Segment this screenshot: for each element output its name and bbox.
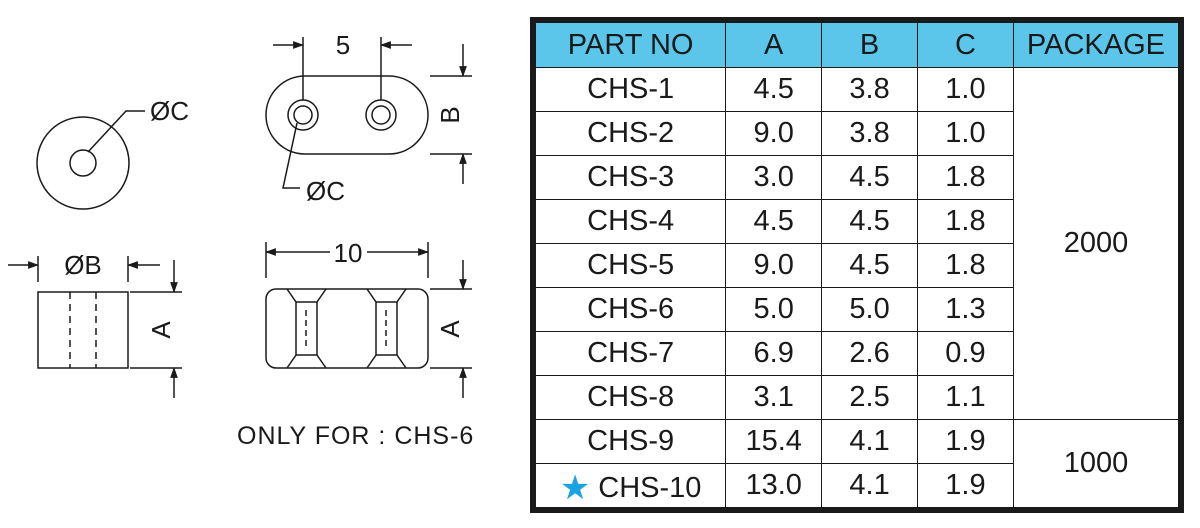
only-for-note: ONLY FOR : CHS-6 xyxy=(237,422,474,450)
header-package: PACKAGE xyxy=(1012,19,1182,68)
part-no-text: CHS-10 xyxy=(598,471,702,504)
oval-core-side-view xyxy=(264,242,472,398)
part-no-cell: CHS-3 xyxy=(532,155,727,200)
a-cell: 5.0 xyxy=(725,287,823,332)
part-no-cell: CHS-9 xyxy=(532,419,727,464)
table-row: CHS-5 9.0 4.5 1.8 xyxy=(532,243,1181,288)
c-cell: 1.8 xyxy=(917,155,1014,200)
table-row: CHS-8 3.1 2.5 1.1 xyxy=(532,375,1181,420)
c-cell: 1.0 xyxy=(917,67,1014,112)
a-cell: 3.1 xyxy=(725,375,823,420)
b-cell: 3.8 xyxy=(821,111,919,156)
c-cell: 1.1 xyxy=(917,375,1014,420)
part-no-cell: CHS-2 xyxy=(532,111,727,156)
parts-spec-table: PART NO A B C PACKAGE CHS-1 4.5 3.8 1.0 … xyxy=(530,17,1184,513)
header-a: A xyxy=(725,19,823,68)
a-cell: 3.0 xyxy=(725,155,823,200)
part-no-cell: CHS-1 xyxy=(532,67,727,112)
table-row: CHS-1 4.5 3.8 1.0 2000 xyxy=(532,67,1182,420)
c-cell: 1.0 xyxy=(917,111,1014,156)
package-cell: 2000 xyxy=(1012,67,1182,420)
c-cell: 0.9 xyxy=(917,331,1014,376)
table-row: CHS-3 3.0 4.5 1.8 xyxy=(532,155,1181,200)
c-cell: 1.9 xyxy=(917,463,1014,511)
b-cell: 4.5 xyxy=(821,199,919,244)
oval-side-height-label: A xyxy=(435,320,465,338)
header-c: C xyxy=(917,19,1014,68)
a-cell: 15.4 xyxy=(725,419,823,464)
table-row: CHS-6 5.0 5.0 1.3 xyxy=(532,287,1181,332)
round-height-label: A xyxy=(146,321,176,339)
round-core-top-view xyxy=(36,110,145,210)
b-cell: 5.0 xyxy=(821,287,919,332)
oval-spacing-label: 5 xyxy=(336,30,350,60)
a-cell: 4.5 xyxy=(725,199,823,244)
table-row: CHS-4 4.5 4.5 1.8 xyxy=(532,199,1181,244)
part-no-cell: ★CHS-10 xyxy=(532,463,727,511)
part-no-cell: CHS-4 xyxy=(532,199,727,244)
round-dia-b-label: ØB xyxy=(64,250,102,280)
part-no-cell: CHS-5 xyxy=(532,243,727,288)
header-b: B xyxy=(821,19,919,68)
package-cell: 1000 xyxy=(1012,419,1182,511)
oval-core-top-view xyxy=(265,37,472,189)
table-row: CHS-2 9.0 3.8 1.0 xyxy=(532,111,1181,156)
round-core-side-view xyxy=(8,256,182,398)
c-cell: 1.3 xyxy=(917,287,1014,332)
part-no-cell: CHS-8 xyxy=(532,375,727,420)
a-cell: 4.5 xyxy=(725,67,823,112)
b-cell: 2.6 xyxy=(821,331,919,376)
b-cell: 4.5 xyxy=(821,243,919,288)
table-row: CHS-7 6.9 2.6 0.9 xyxy=(532,331,1181,376)
star-icon: ★ xyxy=(559,468,591,507)
a-cell: 13.0 xyxy=(725,463,823,511)
a-cell: 6.9 xyxy=(725,331,823,376)
c-cell: 1.8 xyxy=(917,243,1014,288)
round-dia-c-label: ØC xyxy=(150,96,189,126)
b-cell: 3.8 xyxy=(821,67,919,112)
oval-dia-c-label: ØC xyxy=(306,176,345,206)
b-cell: 4.5 xyxy=(821,155,919,200)
table-row: ★CHS-10 13.0 4.1 1.9 xyxy=(532,463,1181,511)
header-part-no: PART NO xyxy=(532,19,727,68)
table-header-row: PART NO A B C PACKAGE xyxy=(532,19,1182,68)
part-no-cell: CHS-6 xyxy=(532,287,727,332)
c-cell: 1.8 xyxy=(917,199,1014,244)
oval-length-label: 10 xyxy=(334,238,363,268)
b-cell: 2.5 xyxy=(821,375,919,420)
part-no-cell: CHS-7 xyxy=(532,331,727,376)
b-cell: 4.1 xyxy=(821,463,919,511)
table-row: CHS-9 15.4 4.1 1.9 1000 xyxy=(532,419,1182,511)
b-cell: 4.1 xyxy=(821,419,919,464)
a-cell: 9.0 xyxy=(725,243,823,288)
a-cell: 9.0 xyxy=(725,111,823,156)
oval-height-label: B xyxy=(435,106,465,123)
c-cell: 1.9 xyxy=(917,419,1014,464)
technical-drawings: ØC ØB A 5 B ØC xyxy=(8,30,474,450)
